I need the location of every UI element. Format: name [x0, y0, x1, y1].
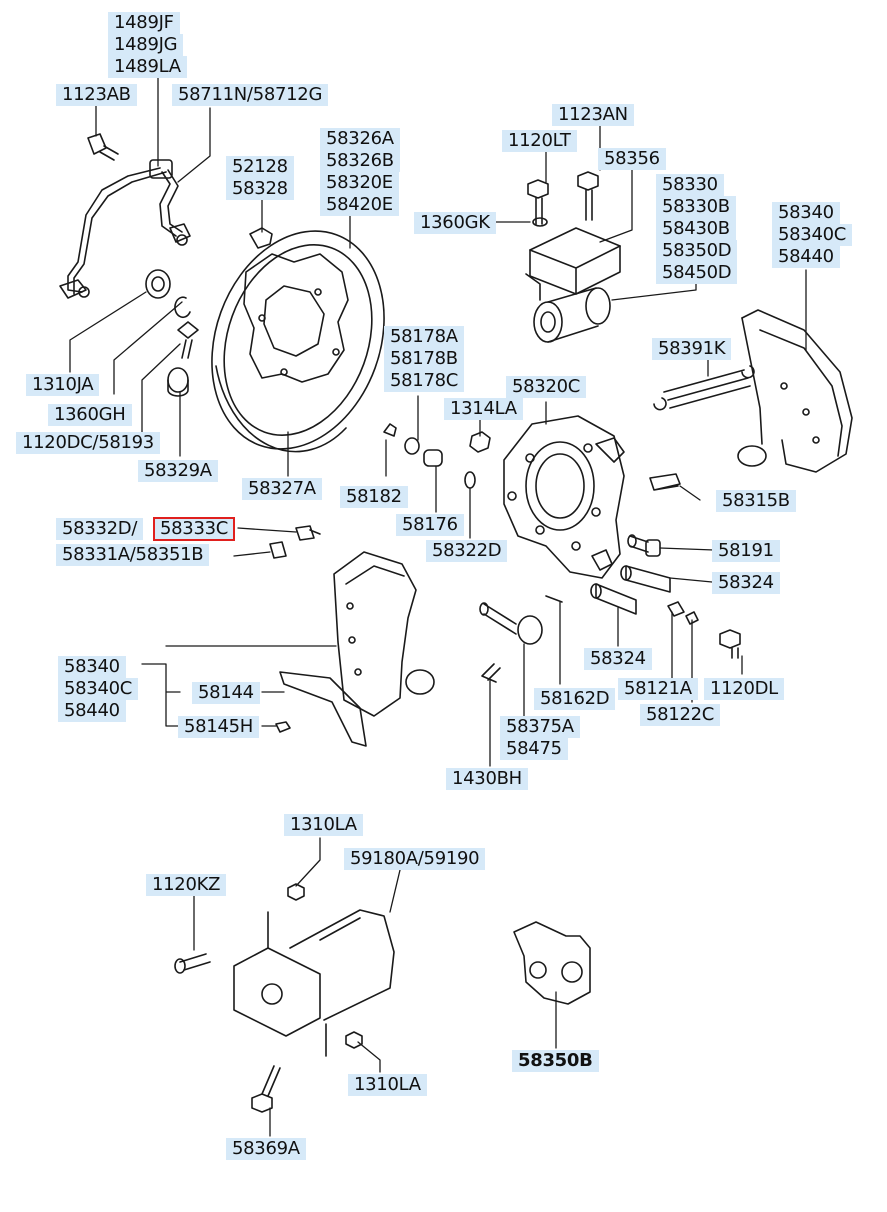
leader-lines	[69, 77, 807, 1137]
part-label-1310ja[interactable]: 1310JA	[26, 374, 100, 396]
part-label-1310la-bottom[interactable]: 1310LA	[348, 1074, 427, 1096]
part-label-1123an[interactable]: 1123AN	[552, 104, 634, 126]
part-label-58326b[interactable]: 58326B	[320, 150, 400, 172]
part-label-58178c[interactable]: 58178C	[384, 370, 465, 392]
part-label-1360gh[interactable]: 1360GH	[48, 404, 132, 426]
part-label-58329a[interactable]: 58329A	[138, 460, 218, 482]
part-label-58356[interactable]: 58356	[598, 148, 666, 170]
part-label-58121a[interactable]: 58121A	[618, 678, 698, 700]
part-label-1430bh[interactable]: 1430BH	[446, 768, 528, 790]
part-label-58162d[interactable]: 58162D	[534, 688, 616, 710]
brake-shoe-right-drawing	[653, 309, 853, 473]
part-label-58324-right[interactable]: 58324	[712, 572, 780, 594]
part-label-1489jg[interactable]: 1489JG	[108, 34, 184, 56]
part-label-58122c[interactable]: 58122C	[640, 704, 721, 726]
part-label-58320e[interactable]: 58320E	[320, 172, 399, 194]
brake-shoe-left-drawing	[269, 525, 435, 747]
part-label-58324-bottom[interactable]: 58324	[584, 648, 652, 670]
part-label-58182[interactable]: 58182	[340, 486, 408, 508]
part-label-58176[interactable]: 58176	[396, 514, 464, 536]
parking-brake-drawing	[174, 883, 395, 1113]
part-label-58711n-58712g[interactable]: 58711N/58712G	[172, 84, 329, 106]
part-label-58145h[interactable]: 58145H	[178, 716, 259, 738]
part-label-58340c-right[interactable]: 58340C	[772, 224, 853, 246]
part-label-58330[interactable]: 58330	[656, 174, 724, 196]
part-label-1314la[interactable]: 1314LA	[444, 398, 523, 420]
part-label-58369a[interactable]: 58369A	[226, 1138, 306, 1160]
backing-plate-drawing	[211, 227, 385, 453]
part-label-58440-right[interactable]: 58440	[772, 246, 840, 268]
part-label-1310la-top[interactable]: 1310LA	[284, 814, 363, 836]
part-label-58326a[interactable]: 58326A	[320, 128, 400, 150]
part-label-58178b[interactable]: 58178B	[384, 348, 464, 370]
part-label-58391k[interactable]: 58391K	[652, 338, 732, 360]
part-label-58350b[interactable]: 58350B	[512, 1050, 599, 1072]
part-label-58144[interactable]: 58144	[192, 682, 260, 704]
part-label-58333c-selected[interactable]: 58333C	[152, 517, 236, 541]
part-label-58440-left[interactable]: 58440	[58, 700, 126, 722]
part-label-58450d[interactable]: 58450D	[656, 262, 738, 284]
part-label-58340-left[interactable]: 58340	[58, 656, 126, 678]
part-label-1360gk[interactable]: 1360GK	[414, 212, 496, 234]
part-label-58340-right[interactable]: 58340	[772, 202, 840, 224]
part-label-58315b[interactable]: 58315B	[716, 490, 796, 512]
part-label-58322d[interactable]: 58322D	[426, 540, 508, 562]
part-label-58430b[interactable]: 58430B	[656, 218, 736, 240]
part-label-1120lt[interactable]: 1120LT	[502, 130, 577, 152]
brake-hose-drawing	[59, 133, 199, 397]
part-label-58332d[interactable]: 58332D/	[56, 518, 144, 540]
small-parts-drawing	[383, 423, 741, 683]
part-label-58328[interactable]: 58328	[226, 178, 294, 200]
part-label-59180a-59190[interactable]: 59180A/59190	[344, 848, 486, 870]
bracket-drawing	[513, 921, 591, 1005]
part-label-58340c-left[interactable]: 58340C	[58, 678, 139, 700]
part-label-58178a[interactable]: 58178A	[384, 326, 464, 348]
part-label-1489la[interactable]: 1489LA	[108, 56, 187, 78]
part-label-1123ab[interactable]: 1123AB	[56, 84, 137, 106]
part-label-1120dl[interactable]: 1120DL	[704, 678, 784, 700]
support-plate-drawing	[503, 415, 625, 579]
part-label-1120kz[interactable]: 1120KZ	[146, 874, 227, 896]
part-label-58331a-58351b[interactable]: 58331A/58351B	[56, 544, 210, 566]
part-label-58475[interactable]: 58475	[500, 738, 568, 760]
part-label-52128[interactable]: 52128	[226, 156, 294, 178]
part-label-58330b[interactable]: 58330B	[656, 196, 736, 218]
part-label-1489jf[interactable]: 1489JF	[108, 12, 180, 34]
wheel-cylinder-drawing	[525, 171, 621, 343]
part-label-58320c[interactable]: 58320C	[506, 376, 587, 398]
part-label-1120dc-58193[interactable]: 1120DC/58193	[16, 432, 160, 454]
part-label-58327a[interactable]: 58327A	[242, 478, 322, 500]
part-label-58420e[interactable]: 58420E	[320, 194, 399, 216]
part-label-58375a[interactable]: 58375A	[500, 716, 580, 738]
part-label-58350d[interactable]: 58350D	[656, 240, 738, 262]
part-label-58191[interactable]: 58191	[712, 540, 780, 562]
